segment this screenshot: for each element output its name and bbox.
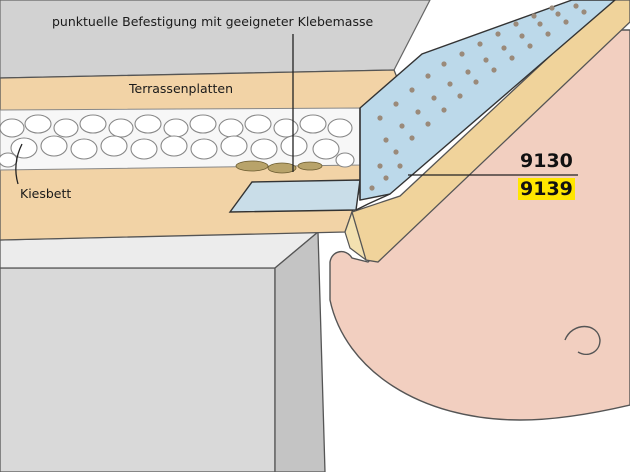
roof-flashing [351,0,630,263]
gravel-bed [0,114,355,168]
profile-perforations [369,3,587,191]
terrace-tiles-label: Terrassenplatten [129,81,234,96]
leader-gravel [15,143,23,185]
terrace-back-strip [0,0,431,79]
wall-front-face [0,267,276,472]
profile-base-leg [228,179,361,213]
profile-lower-edge [355,193,391,211]
roof-gutter [329,29,630,421]
adhesive-spots [235,160,323,174]
product-code-9139: 9139 [518,178,575,200]
wall-side-face [274,230,326,472]
gutter-bead [564,325,601,356]
gravel-bed-label: Kiesbett [20,186,72,201]
attachment-label: punktuelle Befestigung mit geeigneter Kl… [52,14,374,29]
product-code-9130: 9130 [520,150,573,172]
